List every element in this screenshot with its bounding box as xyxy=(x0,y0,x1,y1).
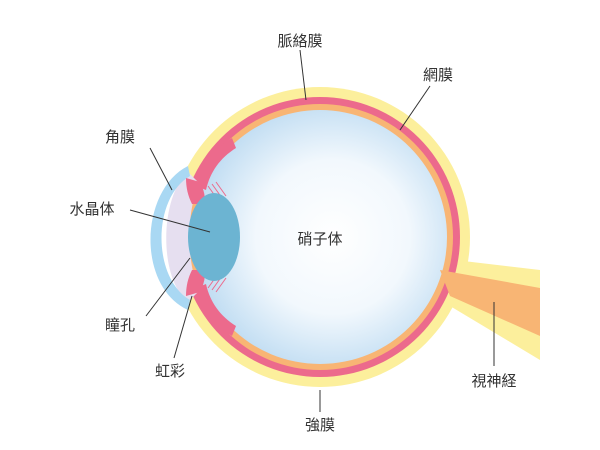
lens xyxy=(188,193,240,281)
optic-nerve-core xyxy=(440,270,540,336)
label-cornea: 角膜 xyxy=(105,128,135,146)
label-lens: 水晶体 xyxy=(69,200,114,218)
label-optic-nerve: 視神経 xyxy=(471,372,516,390)
leader-iris xyxy=(173,295,193,359)
label-vitreous: 硝子体 xyxy=(297,230,342,248)
label-iris: 虹彩 xyxy=(155,362,185,380)
label-retina: 網膜 xyxy=(423,66,453,84)
leader-pupil xyxy=(145,257,191,317)
iris-lower xyxy=(186,270,205,296)
leader-lens xyxy=(129,209,211,233)
aqueous-chamber xyxy=(166,172,200,302)
label-choroid: 脈絡膜 xyxy=(277,32,322,50)
cornea xyxy=(150,166,190,310)
ciliary-body-lower xyxy=(196,284,236,336)
label-pupil: 瞳孔 xyxy=(105,316,135,334)
leader-retina xyxy=(399,85,431,131)
label-sclera: 強膜 xyxy=(305,416,335,434)
vitreous-body xyxy=(193,110,447,364)
leader-cornea xyxy=(149,147,173,191)
ciliary-body-upper xyxy=(196,138,236,190)
leader-choroid xyxy=(299,49,307,101)
iris-upper xyxy=(186,178,205,204)
